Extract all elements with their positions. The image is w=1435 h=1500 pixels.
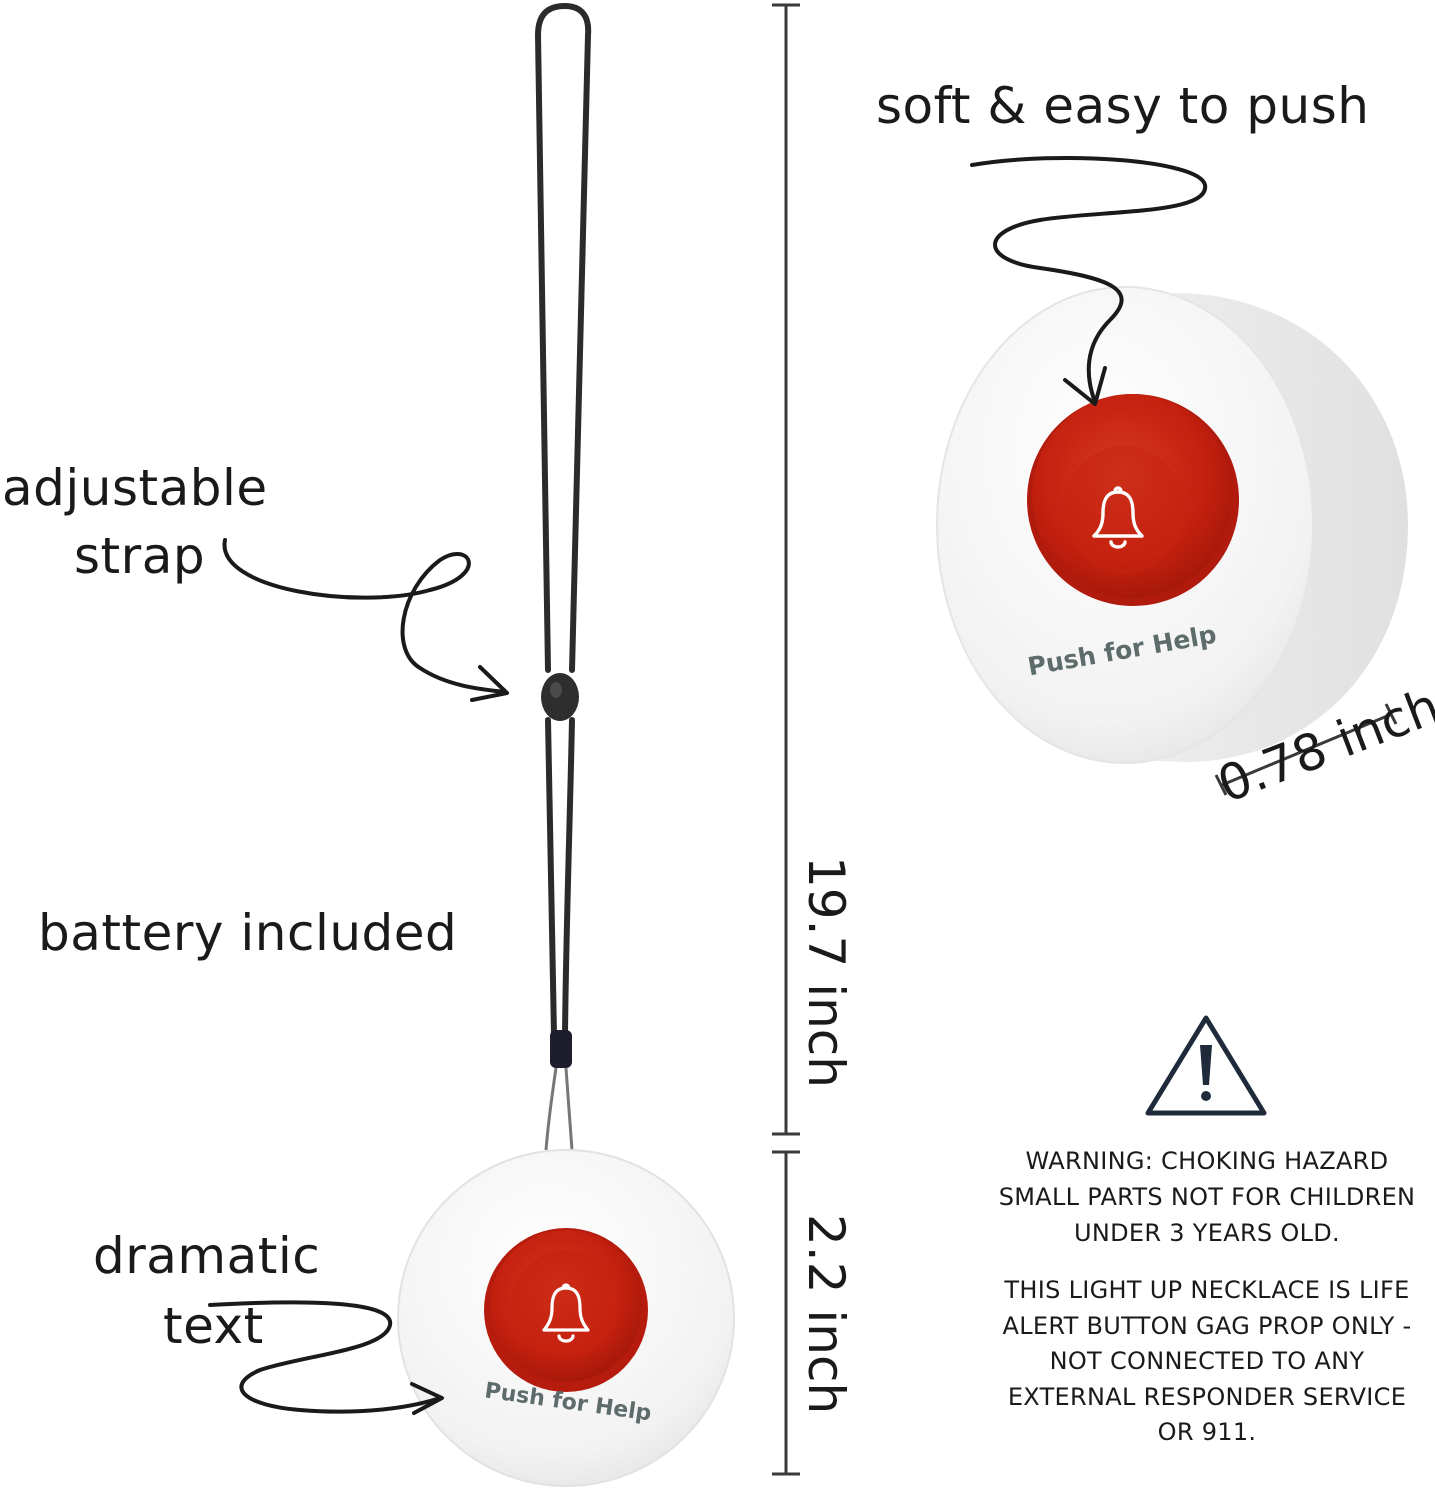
- wire-loop: [544, 1067, 574, 1151]
- button-front-view: [397, 1149, 735, 1487]
- lanyard-strap: [534, 2, 592, 1038]
- button-diameter-label: 2.2 inch: [797, 1214, 855, 1415]
- dimension-lines: [772, 3, 1398, 1476]
- strap-arrow: [222, 538, 507, 694]
- warning-triangle-icon: [1145, 1015, 1267, 1116]
- callout-arrows: [208, 155, 1208, 1415]
- warning-disclaimer: THIS LIGHT UP NECKLACE IS LIFE ALERT BUT…: [1002, 1276, 1412, 1446]
- warning-heading: WARNING: CHOKING HAZARD SMALL PARTS NOT …: [998, 1147, 1416, 1247]
- bell-icon: [1092, 486, 1144, 549]
- battery-label: battery included: [38, 904, 458, 962]
- warning-block: WARNING: CHOKING HAZARD SMALL PARTS NOT …: [972, 1143, 1435, 1451]
- strap-crimp: [550, 1030, 572, 1068]
- push-arrow: [970, 155, 1208, 404]
- adjustable-strap-label: adjustable strap: [2, 459, 268, 585]
- strap-length-label: 19.7 inch: [797, 856, 855, 1088]
- text-arrow: [208, 1300, 442, 1414]
- bell-icon: [542, 1283, 590, 1343]
- strap-adjuster: [541, 673, 579, 721]
- dramatic-text-label: dramatic text: [93, 1227, 321, 1355]
- soft-push-label: soft & easy to push: [876, 77, 1370, 135]
- button-angle-view: [936, 286, 1408, 764]
